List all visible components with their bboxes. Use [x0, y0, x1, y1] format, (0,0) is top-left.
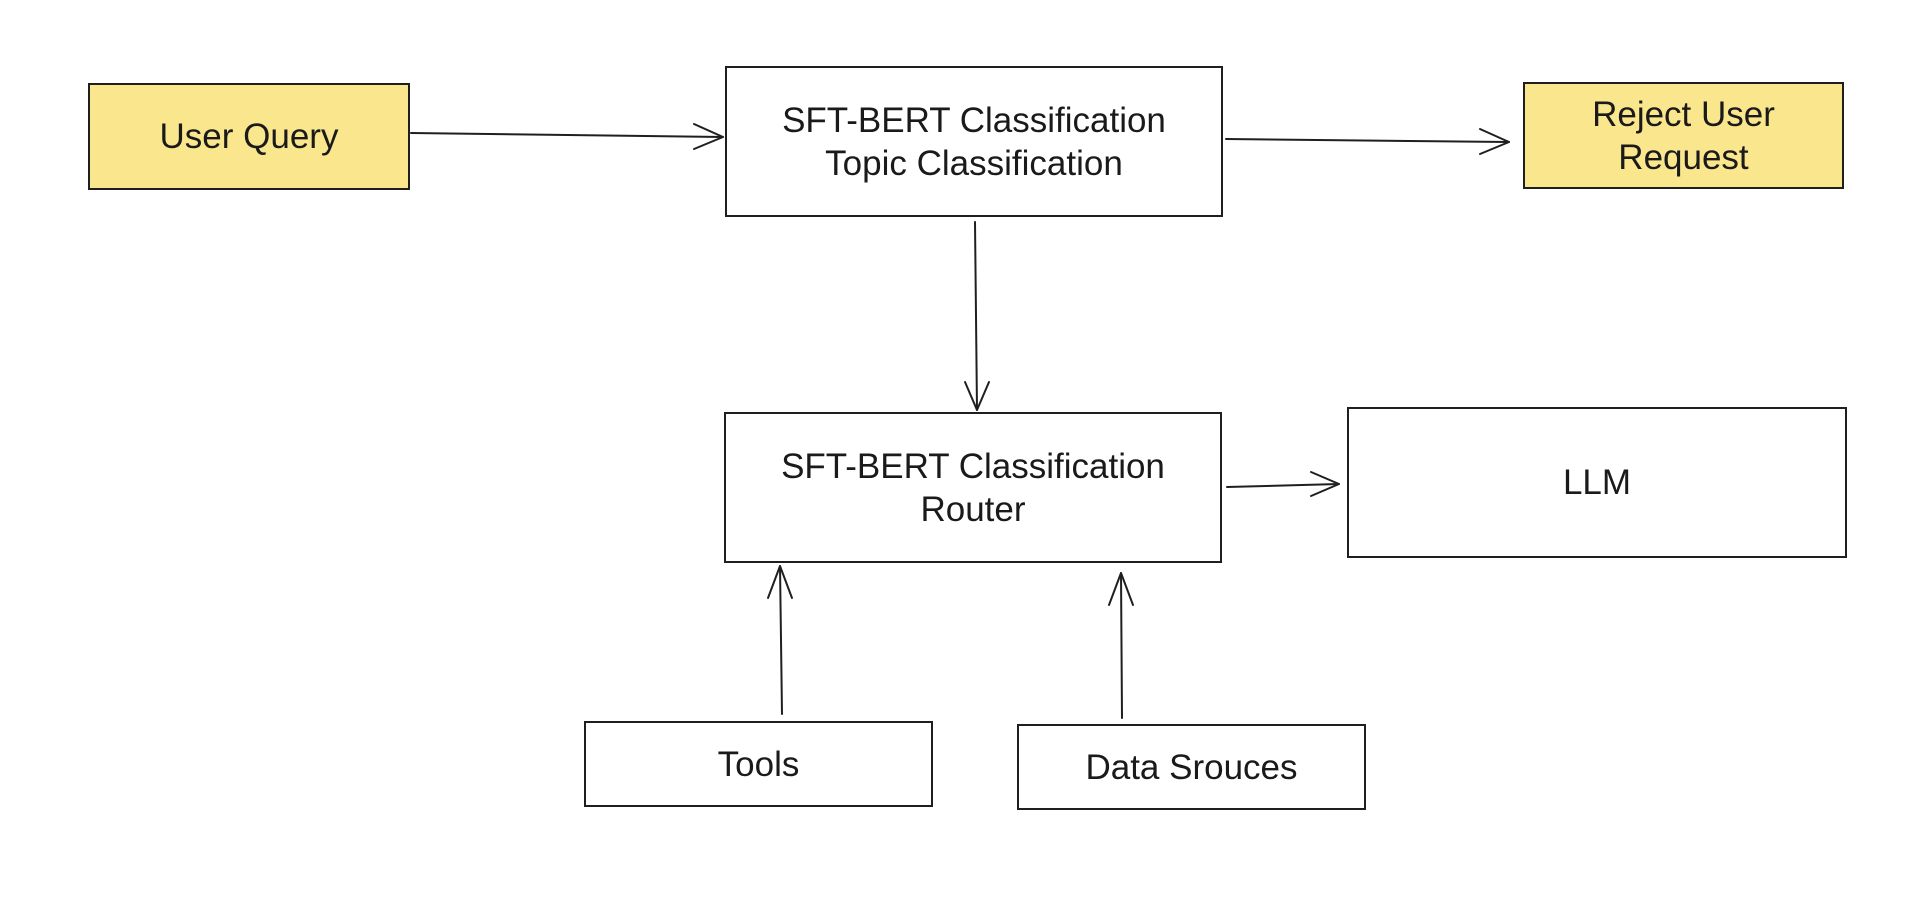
edge-tools-to-router	[767, 565, 793, 715]
arrow-line	[974, 221, 978, 411]
arrow-line	[1225, 138, 1510, 143]
user-query-label: User Query	[159, 117, 339, 156]
topic-classification-node[interactable]: SFT-BERT Classification Topic Classifica…	[725, 66, 1223, 217]
tools-label: Tools	[717, 744, 800, 784]
arrow-line	[1120, 572, 1123, 719]
arrow-line	[410, 132, 724, 138]
edge-router-to-llm	[1226, 471, 1340, 497]
reject-request-label: Reject User Request	[1592, 94, 1775, 177]
reject-request-node[interactable]: Reject User Request	[1523, 82, 1844, 189]
arrow-line	[1226, 483, 1340, 488]
arrowhead	[767, 565, 793, 599]
user-query-node[interactable]: User Query	[88, 83, 410, 190]
topic-classification-label: SFT-BERT Classification Topic Classifica…	[782, 100, 1166, 183]
arrowhead	[693, 123, 724, 150]
arrowhead	[964, 381, 990, 411]
edge-topic-classifier-to-reject	[1225, 128, 1510, 155]
arrowhead	[1310, 471, 1340, 497]
llm-node[interactable]: LLM	[1347, 407, 1847, 558]
arrow-line	[779, 565, 783, 715]
data-sources-label: Data Srouces	[1085, 747, 1298, 787]
router-node[interactable]: SFT-BERT Classification Router	[724, 412, 1222, 563]
router-label: SFT-BERT Classification Router	[781, 446, 1165, 529]
tools-node[interactable]: Tools	[584, 721, 933, 807]
arrowhead	[1479, 128, 1510, 155]
data-sources-node[interactable]: Data Srouces	[1017, 724, 1366, 810]
edge-topic-classifier-to-router	[964, 221, 990, 411]
llm-label: LLM	[1562, 463, 1632, 502]
edge-data-sources-to-router	[1108, 572, 1134, 719]
arrowhead	[1108, 572, 1134, 606]
edge-user-query-to-topic-classifier	[410, 123, 724, 150]
